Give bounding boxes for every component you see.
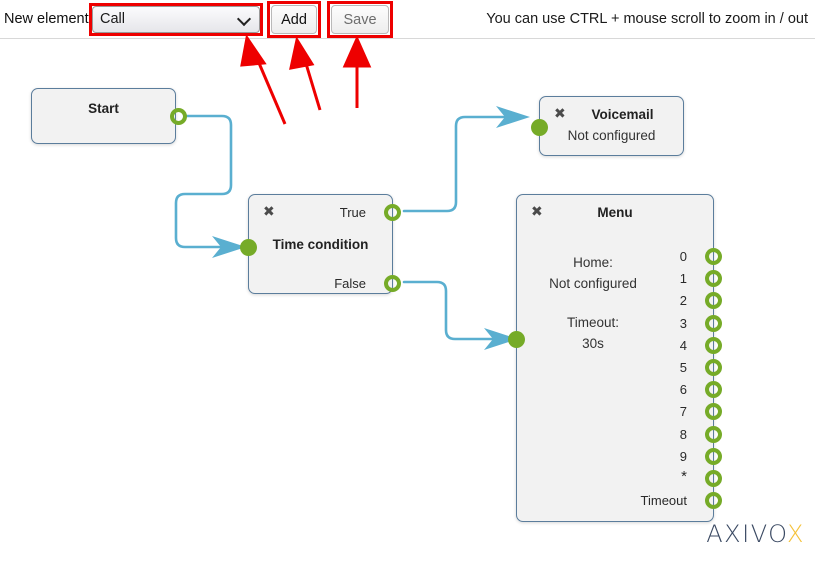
port-time-condition-in[interactable] xyxy=(240,239,257,256)
port-label-true: True xyxy=(339,205,366,220)
logo-text-main: AXIVO xyxy=(706,520,788,548)
node-time-condition[interactable]: ✖ Time condition True False xyxy=(240,194,401,294)
port-menu-0[interactable] xyxy=(705,248,722,265)
node-title: Time condition xyxy=(272,237,369,252)
flow-canvas[interactable]: Start ✖ Time condition True False ✖ Voic… xyxy=(0,39,815,562)
port-label-menu-8: 8 xyxy=(679,426,687,442)
node-title: Menu xyxy=(597,205,633,220)
node-subtitle: Not configured xyxy=(567,128,656,143)
add-button[interactable]: Add xyxy=(271,5,317,34)
node-menu[interactable]: ✖ Menu Home: Not configured Timeout: 30s… xyxy=(508,194,722,522)
port-label-menu-2: 2 xyxy=(679,293,687,309)
port-label-menu-*: * xyxy=(681,468,687,485)
port-label-menu-0: 0 xyxy=(679,249,687,264)
port-menu-5[interactable] xyxy=(705,359,722,376)
logo-text-accent: X xyxy=(787,520,805,548)
port-menu-2[interactable] xyxy=(705,292,722,310)
port-menu-*[interactable] xyxy=(705,470,722,487)
port-label-menu-4: 4 xyxy=(679,337,687,353)
menu-timeout-value: 30s xyxy=(582,336,604,351)
port-menu-timeout[interactable] xyxy=(705,492,722,510)
port-label-menu-9: 9 xyxy=(679,448,687,464)
axivox-logo: AXIVOX xyxy=(706,520,805,548)
port-menu-8[interactable] xyxy=(705,425,722,443)
wire-arrowheads xyxy=(212,106,530,350)
port-menu-4[interactable] xyxy=(705,336,722,354)
toolbar: New element Call Add Save You can use CT… xyxy=(0,0,815,39)
save-button[interactable]: Save xyxy=(331,5,389,34)
port-start-out[interactable] xyxy=(170,108,187,125)
port-label-menu-5: 5 xyxy=(679,360,687,375)
node-start[interactable]: Start xyxy=(31,88,187,144)
close-icon[interactable]: ✖ xyxy=(554,106,566,122)
port-menu-1[interactable] xyxy=(705,270,722,288)
close-icon[interactable]: ✖ xyxy=(531,204,543,220)
node-title: Voicemail xyxy=(591,107,654,122)
close-icon[interactable]: ✖ xyxy=(263,204,275,220)
menu-timeout-label: Timeout: xyxy=(566,315,620,330)
port-menu-in[interactable] xyxy=(508,331,525,348)
new-element-label: New element xyxy=(4,11,89,27)
node-title: Start xyxy=(88,101,119,116)
menu-home-label: Home: xyxy=(573,255,613,270)
new-element-select[interactable]: Call xyxy=(92,6,260,33)
port-menu-6[interactable] xyxy=(705,381,722,399)
port-menu-9[interactable] xyxy=(705,447,722,465)
port-time-condition-false[interactable] xyxy=(384,275,401,292)
port-menu-3[interactable] xyxy=(705,314,722,332)
menu-home-value: Not configured xyxy=(549,276,637,291)
port-label-menu-1: 1 xyxy=(679,271,687,287)
zoom-hint-text: You can use CTRL + mouse scroll to zoom … xyxy=(486,11,808,27)
port-label-menu-3: 3 xyxy=(679,315,687,331)
port-label-menu-6: 6 xyxy=(679,382,687,398)
connection-wires xyxy=(174,106,530,350)
port-voicemail-in[interactable] xyxy=(531,119,548,136)
port-label-false: False xyxy=(334,276,366,291)
port-label-menu-timeout: Timeout xyxy=(640,493,687,509)
port-menu-7[interactable] xyxy=(705,403,722,421)
port-label-menu-7: 7 xyxy=(679,404,687,420)
node-voicemail[interactable]: ✖ Voicemail Not configured xyxy=(531,96,684,156)
port-time-condition-true[interactable] xyxy=(384,204,401,221)
